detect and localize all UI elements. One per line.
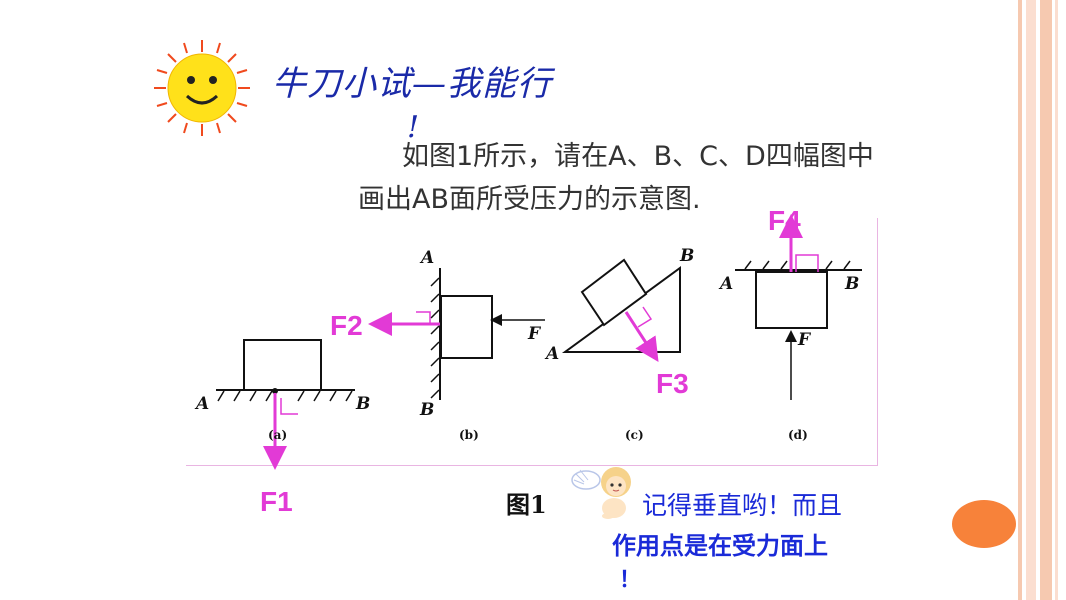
panel-b	[368, 268, 545, 400]
slide-title: 牛刀小试—我能行	[272, 64, 552, 104]
panel-b-applied-force: F	[528, 324, 541, 344]
panel-c-caption: (c)	[625, 428, 644, 442]
panel-d	[735, 214, 862, 400]
panel-d-letter-right: B	[845, 274, 860, 294]
panel-a	[216, 339, 355, 470]
orange-circle-icon	[952, 500, 1016, 548]
panel-c	[561, 258, 681, 363]
panel-d-applied-force: F	[798, 330, 811, 350]
panel-a-letter-left: A	[196, 394, 210, 414]
force-label-f3: F3	[656, 368, 689, 399]
hint-line-3: ！	[619, 568, 642, 593]
panel-d-caption: (d)	[788, 428, 808, 442]
decor-stripe-2	[1026, 0, 1036, 600]
figure-frame-right	[877, 218, 878, 466]
hint-line-1: 记得垂直哟！而且	[642, 491, 843, 520]
panel-b-caption: (b)	[459, 428, 479, 442]
panel-c-letter-top: B	[680, 246, 695, 266]
force-label-f4: F4	[768, 205, 801, 236]
panel-c-letter-left: A	[546, 344, 560, 364]
angel-icon	[571, 467, 631, 519]
figure-caption: 图1	[506, 490, 547, 519]
title-exclamation: !	[407, 110, 420, 145]
panel-b-letter-bottom: B	[420, 400, 435, 420]
figure-frame-bottom	[186, 465, 878, 466]
sun-icon	[154, 40, 250, 136]
panel-d-letter-left: A	[720, 274, 734, 294]
panel-a-letter-right: B	[356, 394, 371, 414]
instruction-line-2: 画出AB面所受压力的示意图.	[358, 184, 701, 215]
panel-b-letter-top: A	[421, 248, 435, 268]
decor-stripe-4	[1055, 0, 1058, 600]
panel-a-caption: (a)	[268, 428, 288, 442]
hint-line-2: 作用点是在受力面上	[612, 532, 828, 560]
force-label-f1: F1	[260, 486, 293, 517]
decor-stripe-3	[1040, 0, 1052, 600]
decor-stripe-1	[1018, 0, 1022, 600]
instruction-line-1: 如图1所示，请在A、B、C、D四幅图中	[402, 141, 874, 172]
force-arrow-f3	[624, 311, 659, 363]
force-label-f2: F2	[330, 310, 363, 341]
